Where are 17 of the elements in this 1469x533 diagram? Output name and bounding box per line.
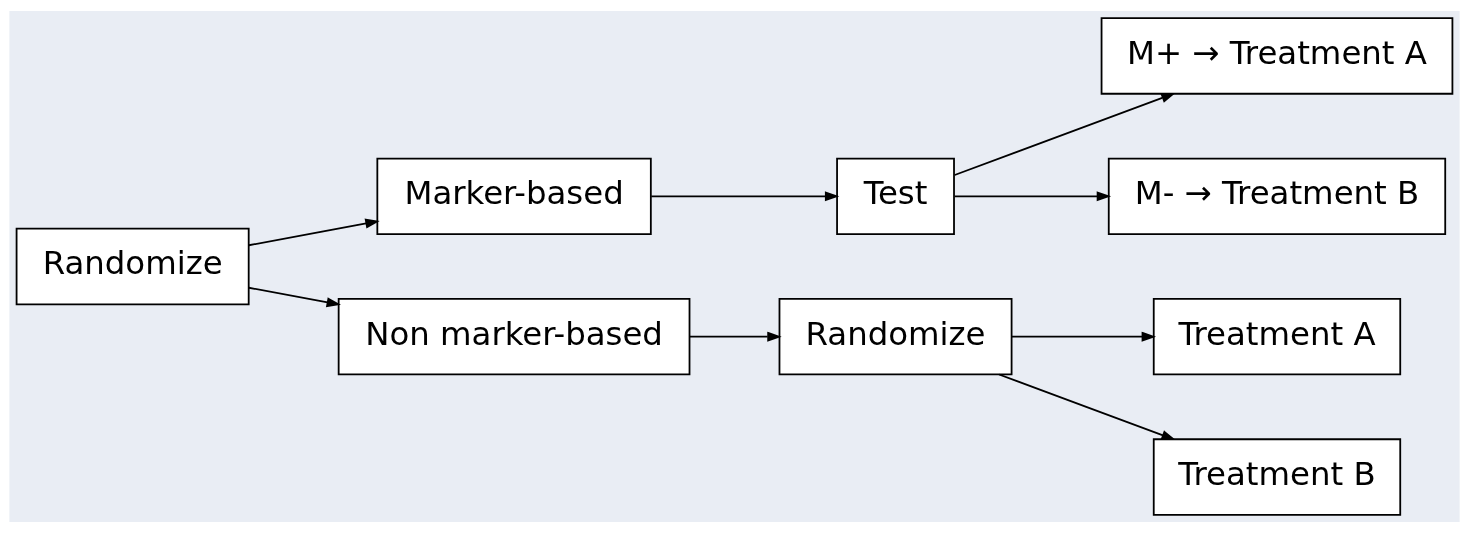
arrow: [998, 373, 1176, 441]
node-box: M+ → Treatment A: [1100, 17, 1454, 95]
arrow: [650, 191, 840, 202]
node-box: Treatment B: [1152, 438, 1402, 516]
node-box: Marker-based: [376, 157, 652, 235]
arrow: [953, 93, 1176, 176]
node-box: Randomize: [778, 298, 1013, 376]
arrow: [247, 286, 341, 308]
arrow: [953, 191, 1112, 202]
arrow: [689, 331, 782, 342]
node-box: Randomize: [15, 227, 250, 306]
node-box: M- → Treatment B: [1107, 157, 1447, 235]
node-box: Non marker-based: [337, 298, 691, 376]
arrow: [1010, 331, 1157, 342]
node-box: Test: [836, 157, 955, 235]
node-box: Treatment A: [1152, 298, 1402, 376]
arrow: [247, 218, 380, 247]
